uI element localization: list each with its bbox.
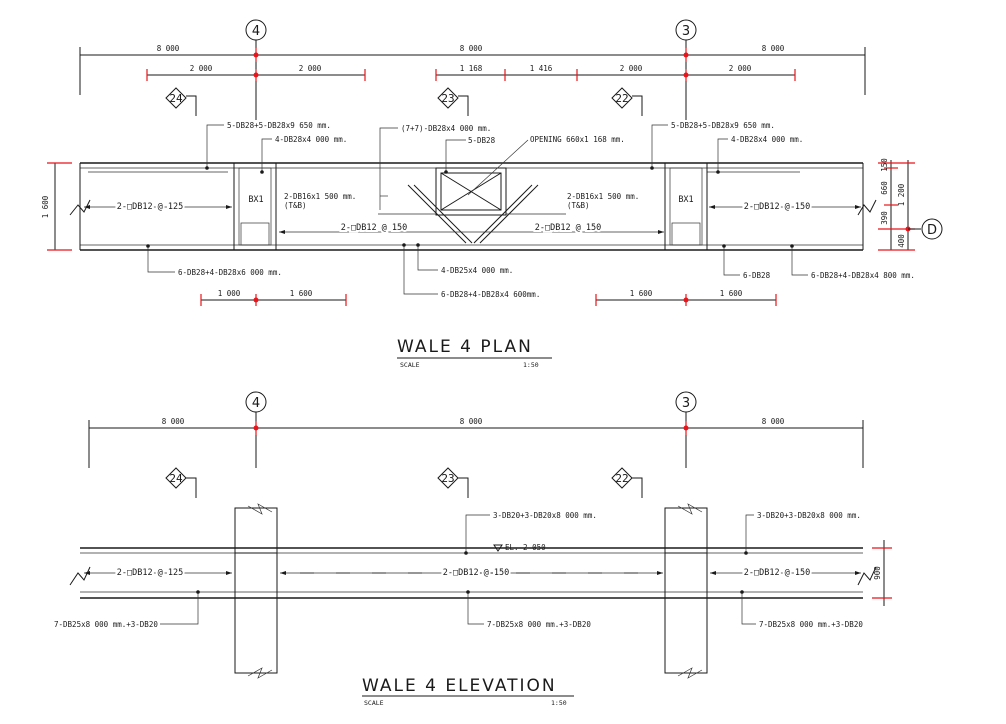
svg-text:8 000: 8 000 — [460, 417, 483, 426]
svg-text:BX1: BX1 — [678, 195, 693, 205]
svg-text:1:50: 1:50 — [551, 699, 567, 707]
svg-text:150: 150 — [880, 158, 889, 172]
plan-dim-second: 2 000 2 000 1 168 1 416 2 000 2 000 — [146, 64, 796, 81]
svg-text:8 000: 8 000 — [157, 44, 180, 53]
svg-text:D: D — [927, 223, 937, 238]
svg-text:7-DB25x8 000 mm.+3-DB20: 7-DB25x8 000 mm.+3-DB20 — [487, 620, 591, 629]
plan-dim-top: 8 000 8 000 8 000 — [79, 44, 866, 95]
elev-notes: 3-DB20+3-DB20x8 000 mm. EL.-2 050 3-DB20… — [54, 511, 863, 629]
svg-text:5-DB28+5-DB28x9 650 mm.: 5-DB28+5-DB28x9 650 mm. — [671, 121, 775, 130]
section-tag-23-elev: 23 — [437, 467, 469, 498]
svg-text:8 000: 8 000 — [762, 44, 785, 53]
section-tag-24: 24 — [165, 87, 197, 116]
svg-text:5-DB28+5-DB28x9 650 mm.: 5-DB28+5-DB28x9 650 mm. — [227, 121, 331, 130]
svg-text:1 600: 1 600 — [630, 289, 653, 298]
section-tag-22: 22 — [611, 87, 643, 116]
svg-text:22: 22 — [615, 92, 628, 105]
svg-text:2 000: 2 000 — [620, 64, 643, 73]
elev-title-block: WALE 4 ELEVATION SCALE 1:50 — [362, 676, 574, 707]
svg-text:7-DB25x8 000 mm.+3-DB20: 7-DB25x8 000 mm.+3-DB20 — [54, 620, 158, 629]
svg-text:(T&B): (T&B) — [567, 201, 590, 210]
svg-text:8 000: 8 000 — [460, 44, 483, 53]
svg-text:1 168: 1 168 — [460, 64, 483, 73]
svg-text:(7+7)-DB28x4 000 mm.: (7+7)-DB28x4 000 mm. — [401, 124, 491, 133]
svg-text:4-DB28x4 000 mm.: 4-DB28x4 000 mm. — [275, 135, 347, 144]
svg-text:1 600: 1 600 — [720, 289, 743, 298]
svg-text:1 000: 1 000 — [218, 289, 241, 298]
elevation-view: 4 3 8 000 8 000 8 000 24 23 — [54, 391, 892, 707]
svg-text:EL.-2 050: EL.-2 050 — [505, 543, 546, 552]
svg-text:OPENING 660x1 168 mm.: OPENING 660x1 168 mm. — [530, 135, 625, 144]
svg-text:2 000: 2 000 — [299, 64, 322, 73]
svg-text:SCALE: SCALE — [364, 699, 384, 707]
plan-beam: BX1 BX1 — [69, 162, 877, 251]
svg-text:1 600: 1 600 — [41, 195, 50, 218]
svg-text:1 600: 1 600 — [290, 289, 313, 298]
svg-text:2-□DB12 @ 125: 2-□DB12 @ 125 — [117, 568, 184, 578]
svg-text:24: 24 — [169, 92, 183, 105]
svg-text:3-DB20+3-DB20x8 000 mm.: 3-DB20+3-DB20x8 000 mm. — [493, 511, 597, 520]
svg-text:8 000: 8 000 — [162, 417, 185, 426]
plan-dim-side-left: 1 600 — [41, 162, 72, 251]
svg-text:5-DB28: 5-DB28 — [468, 136, 496, 145]
svg-text:3: 3 — [682, 396, 690, 411]
svg-text:7-DB25x8 000 mm.+3-DB20: 7-DB25x8 000 mm.+3-DB20 — [759, 620, 863, 629]
elev-beam — [69, 503, 877, 679]
svg-text:2-□DB12 @ 150: 2-□DB12 @ 150 — [443, 568, 510, 578]
svg-text:1 416: 1 416 — [530, 64, 553, 73]
svg-text:24: 24 — [169, 472, 183, 485]
svg-text:SCALE: SCALE — [400, 361, 420, 369]
elev-dim-top: 8 000 8 000 8 000 — [88, 417, 864, 468]
elev-ties: 2-□DB12 @ 125 2-□DB12 @ 150 2-□DB12 @ 15… — [84, 566, 861, 580]
svg-text:BX1: BX1 — [248, 195, 263, 205]
svg-text:2 000: 2 000 — [190, 64, 213, 73]
svg-text:900: 900 — [873, 566, 882, 580]
svg-text:2-DB16x1 500 mm.: 2-DB16x1 500 mm. — [284, 192, 356, 201]
svg-text:2 000: 2 000 — [729, 64, 752, 73]
plan-dim-side-right: 150 660 1 200 390 400 D — [878, 158, 943, 251]
svg-text:2-□DB12 @ 150: 2-□DB12 @ 150 — [535, 223, 602, 233]
plan-title-block: WALE 4 PLAN SCALE 1:50 — [397, 337, 552, 369]
svg-text:23: 23 — [441, 472, 454, 485]
section-tag-24-elev: 24 — [165, 467, 197, 498]
svg-text:6-DB28: 6-DB28 — [743, 271, 771, 280]
svg-text:1:50: 1:50 — [523, 361, 539, 369]
svg-text:2-□DB12 @ 150: 2-□DB12 @ 150 — [744, 568, 811, 578]
svg-text:4: 4 — [252, 24, 260, 39]
svg-text:(T&B): (T&B) — [284, 201, 307, 210]
svg-text:6-DB28+4-DB28x4 800 mm.: 6-DB28+4-DB28x4 800 mm. — [811, 271, 915, 280]
svg-text:390: 390 — [880, 211, 889, 225]
svg-text:6-DB28+4-DB28x4 600mm.: 6-DB28+4-DB28x4 600mm. — [441, 290, 540, 299]
svg-text:2-DB16x1 500 mm.: 2-DB16x1 500 mm. — [567, 192, 639, 201]
section-tag-23: 23 — [437, 87, 469, 116]
plan-notes: 5-DB28+5-DB28x9 650 mm. 4-DB28x4 000 mm.… — [146, 121, 915, 299]
svg-text:23: 23 — [441, 92, 454, 105]
elev-dim-side: 900 — [872, 540, 892, 606]
svg-text:4: 4 — [252, 396, 260, 411]
plan-dim-bottom: 1 000 1 600 1 600 1 600 — [200, 289, 777, 306]
svg-text:22: 22 — [615, 472, 628, 485]
svg-text:400: 400 — [897, 234, 906, 248]
svg-text:4-DB25x4 000 mm.: 4-DB25x4 000 mm. — [441, 266, 513, 275]
plan-view: 4 3 8 000 8 000 8 000 — [41, 19, 943, 369]
svg-text:3-DB20+3-DB20x8 000 mm.: 3-DB20+3-DB20x8 000 mm. — [757, 511, 861, 520]
section-tag-22-elev: 22 — [611, 467, 643, 498]
elevation-title: WALE 4 ELEVATION — [362, 676, 557, 696]
plan-title: WALE 4 PLAN — [397, 337, 533, 357]
svg-text:8 000: 8 000 — [762, 417, 785, 426]
svg-text:6-DB28+4-DB28x6 000 mm.: 6-DB28+4-DB28x6 000 mm. — [178, 268, 282, 277]
svg-text:3: 3 — [682, 24, 690, 39]
svg-text:660: 660 — [880, 181, 889, 195]
svg-text:2-□DB12 @ 150: 2-□DB12 @ 150 — [744, 202, 811, 212]
grid-bubble-D — [921, 218, 943, 240]
svg-text:4-DB28x4 000 mm.: 4-DB28x4 000 mm. — [731, 135, 803, 144]
svg-text:1 200: 1 200 — [897, 183, 906, 206]
svg-text:2-□DB12 @ 150: 2-□DB12 @ 150 — [341, 223, 408, 233]
svg-text:2-□DB12 @ 125: 2-□DB12 @ 125 — [117, 202, 184, 212]
plan-ties: 2-□DB12 @ 125 2-□DB12 @ 150 2-□DB12 @ 15… — [84, 200, 861, 235]
